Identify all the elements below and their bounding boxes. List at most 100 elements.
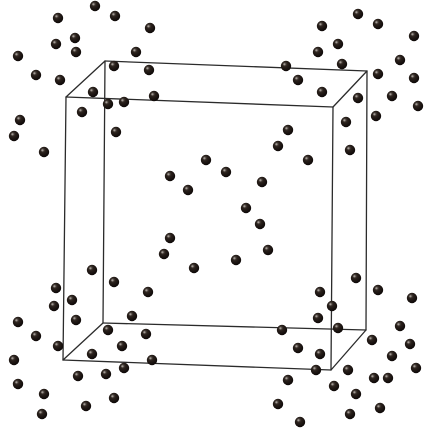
atom-highlight (353, 391, 356, 394)
atom-highlight (331, 383, 334, 386)
atom (140, 328, 152, 340)
atom-highlight (147, 25, 150, 28)
atom (8, 354, 20, 366)
atom-highlight (149, 357, 152, 360)
atom-highlight (411, 33, 414, 36)
atom (80, 400, 92, 412)
atom-highlight (243, 205, 246, 208)
atom (406, 292, 418, 304)
atom (412, 100, 424, 112)
atom (344, 408, 356, 420)
atom-highlight (105, 327, 108, 330)
atom (332, 322, 344, 334)
atom-highlight (285, 127, 288, 130)
atom (386, 350, 398, 362)
atom-highlight (143, 331, 146, 334)
atom (38, 146, 50, 158)
atom (366, 334, 378, 346)
atom-highlight (413, 365, 416, 368)
atom (12, 316, 24, 328)
cube-edge-back-bottom (102, 322, 367, 331)
atom-highlight (389, 353, 392, 356)
atom (38, 388, 50, 400)
atom-highlight (103, 371, 106, 374)
atom (340, 116, 352, 128)
atom-highlight (129, 313, 132, 316)
atom (54, 74, 66, 86)
atom-highlight (315, 315, 318, 318)
atom (86, 348, 98, 360)
atom (72, 370, 84, 382)
atom-highlight (265, 247, 268, 250)
atom-highlight (146, 67, 149, 70)
atom-highlight (339, 61, 342, 64)
atom-highlight (111, 279, 114, 282)
atom-highlight (15, 319, 18, 322)
atom-highlight (83, 403, 86, 406)
atom-highlight (335, 41, 338, 44)
atom-highlight (73, 317, 76, 320)
cube-edge-front-bottom (62, 359, 332, 371)
atom (66, 294, 78, 306)
atom-highlight (305, 157, 308, 160)
atom-highlight (55, 343, 58, 346)
atom (352, 92, 364, 104)
atom-highlight (415, 103, 418, 106)
atom-highlight (113, 129, 116, 132)
atom-highlight (111, 63, 114, 66)
cube-edge-front-left (62, 96, 67, 361)
atom-highlight (73, 49, 76, 52)
atom (272, 398, 284, 410)
atom-highlight (185, 187, 188, 190)
atom (118, 362, 130, 374)
atom-highlight (112, 13, 115, 16)
atom-highlight (167, 235, 170, 238)
atom (52, 340, 64, 352)
atom-highlight (319, 23, 322, 26)
atom-highlight (203, 157, 206, 160)
atom (188, 262, 200, 274)
atom-highlight (315, 49, 318, 52)
atom (116, 340, 128, 352)
atom (350, 272, 362, 284)
atom (126, 310, 138, 322)
atom-highlight (121, 99, 124, 102)
atom (344, 144, 356, 156)
atom-highlight (89, 351, 92, 354)
atom-highlight (375, 71, 378, 74)
cube-edge-back-top (104, 60, 368, 72)
atom (368, 372, 380, 384)
atom (386, 90, 398, 102)
atom-highlight (329, 303, 332, 306)
atom (326, 300, 338, 312)
atom-highlight (259, 179, 262, 182)
atom (182, 184, 194, 196)
atom (52, 12, 64, 24)
atom (302, 154, 314, 166)
atom (164, 170, 176, 182)
cube-edge-front-top (65, 96, 334, 108)
cube-edge-bottom-right (330, 329, 367, 371)
atom-highlight (257, 221, 260, 224)
cube-edge-top-left (65, 60, 106, 98)
atom-highlight (397, 57, 400, 60)
atom (144, 22, 156, 34)
atom (36, 408, 48, 420)
atom-highlight (285, 377, 288, 380)
atom (230, 254, 242, 266)
atom-highlight (373, 113, 376, 116)
atom (100, 368, 112, 380)
atom-highlight (119, 343, 122, 346)
atom-highlight (377, 405, 380, 408)
atom (312, 312, 324, 324)
atom-highlight (275, 143, 278, 146)
atom-highlight (297, 419, 300, 422)
atom (50, 282, 62, 294)
atom-highlight (375, 287, 378, 290)
atom-highlight (41, 149, 44, 152)
atom (8, 130, 20, 142)
atom-highlight (355, 11, 358, 14)
atom-highlight (275, 401, 278, 404)
atom (314, 286, 326, 298)
